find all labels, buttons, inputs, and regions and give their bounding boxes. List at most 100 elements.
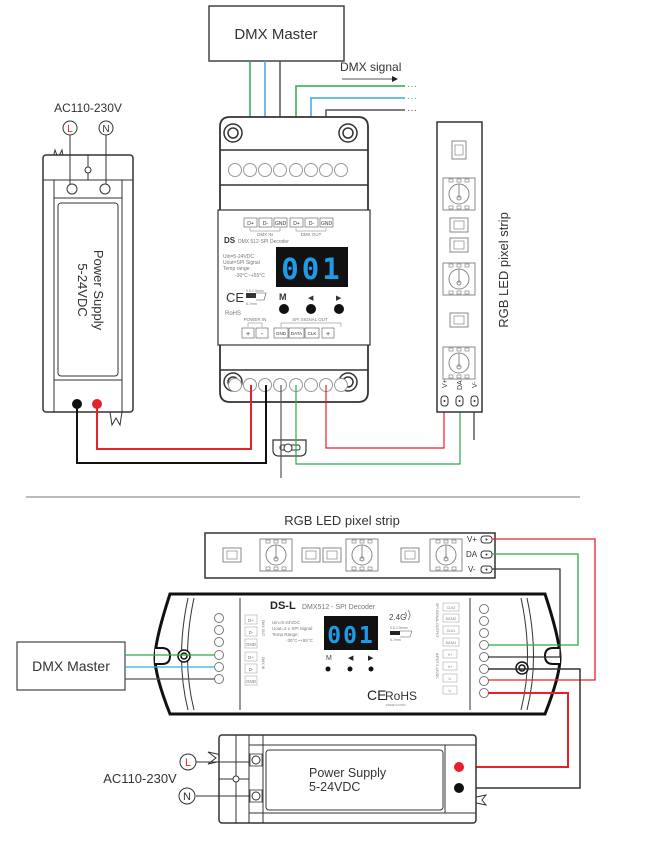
svg-text:N: N <box>102 124 109 135</box>
dmx-master-label: DMX Master <box>32 658 110 674</box>
svg-text:GND: GND <box>246 679 257 684</box>
bottom-power-supply: Power Supply 5-24VDC <box>207 734 488 824</box>
svg-text:D+: D+ <box>248 655 254 660</box>
decoder-model: DS <box>224 236 236 245</box>
svg-text:Uout=SPI Signal: Uout=SPI Signal <box>223 260 260 266</box>
svg-text:···: ··· <box>407 81 417 92</box>
bottom-dmx-wires <box>125 654 215 680</box>
power-wires <box>76 385 282 478</box>
svg-text:Power Supply: Power Supply <box>91 250 106 331</box>
svg-text:MADE IN PRC: MADE IN PRC <box>386 703 407 707</box>
svg-text:POWER IN: POWER IN <box>244 317 267 322</box>
svg-text:V-: V- <box>448 677 452 681</box>
svg-text:-30°C~+55°C: -30°C~+55°C <box>235 273 265 279</box>
bottom-strip-label: RGB LED pixel strip <box>284 513 400 528</box>
ac-voltage-label: AC110-230V <box>54 101 122 115</box>
decoder-subtitle: DMX512 - SPI Decoder <box>302 604 376 611</box>
top-display: 001 <box>276 247 348 287</box>
input-power-labels: V+ V+ V- V- <box>442 649 458 695</box>
svg-text:INPUT 5-24VDC: INPUT 5-24VDC <box>435 653 439 679</box>
svg-text:SPI SIGNAL OUT: SPI SIGNAL OUT <box>292 317 328 322</box>
svg-text:V-: V- <box>448 689 452 693</box>
svg-text:Temp range:: Temp range: <box>223 266 251 272</box>
svg-text:RoHS: RoHS <box>225 311 241 317</box>
svg-text:V+: V+ <box>442 379 449 388</box>
mode-button-label: M <box>326 655 332 662</box>
svg-text:GND: GND <box>275 221 287 227</box>
svg-text:L: L <box>67 124 73 135</box>
bottom-diagram: RGB LED pixel strip V+ DA V- DMX Master <box>16 513 596 824</box>
right-button[interactable] <box>334 304 344 314</box>
svg-text:DATA: DATA <box>291 331 302 336</box>
dmx-left-labels: D+ D- GND D+ D- GND DMX OUT DMX IN <box>244 614 265 686</box>
output-terminal-labels: + - GND DATA CLK + <box>241 327 335 339</box>
top-power-supply: Power Supply 5-24VDC <box>42 135 134 427</box>
svg-text:Uin=5-24VDC: Uin=5-24VDC <box>223 254 254 260</box>
dmx-signal-label: DMX signal <box>340 60 401 74</box>
svg-text:+: + <box>326 331 330 338</box>
top-terminal-row <box>228 163 348 177</box>
neutral-terminal-icon: N <box>98 120 114 136</box>
svg-text:+: + <box>246 331 250 338</box>
line-terminal-icon: L <box>62 120 78 136</box>
left-button[interactable] <box>306 304 316 314</box>
svg-text:5-24VDC: 5-24VDC <box>75 263 90 316</box>
mode-button[interactable] <box>279 304 289 314</box>
positive-output-icon <box>454 762 464 772</box>
svg-text:GND: GND <box>276 331 287 336</box>
svg-text:Uout=2 x SPI Signal: Uout=2 x SPI Signal <box>272 626 312 631</box>
ce-mark: CE <box>226 290 244 305</box>
svg-text:···: ··· <box>407 105 417 116</box>
dmx-terminal-labels: D+ D- GND D+ D- GND DMX IN DMX OUT <box>243 217 334 237</box>
right-button[interactable] <box>368 666 374 672</box>
svg-text:DATA1: DATA1 <box>446 641 457 645</box>
svg-text:V-: V- <box>472 381 479 388</box>
mode-button-label: M <box>279 292 287 302</box>
svg-text:DA: DA <box>466 550 478 559</box>
bottom-power-wires <box>459 668 581 789</box>
svg-text:0.5-2.5mm²: 0.5-2.5mm² <box>390 626 409 630</box>
rohs-mark: RoHS <box>385 689 417 703</box>
wireless-label: 2.4G <box>389 613 406 622</box>
svg-text:V+: V+ <box>448 653 452 657</box>
svg-text:Uin=5-24VDC: Uin=5-24VDC <box>272 620 301 625</box>
bottom-led-strip: V+ DA V- <box>204 532 496 579</box>
svg-text:V+: V+ <box>467 535 477 544</box>
svg-text:D-: D- <box>249 667 254 672</box>
top-dmx-master: DMX Master <box>208 5 345 62</box>
svg-text:DATA2: DATA2 <box>446 617 457 621</box>
left-button[interactable] <box>347 666 353 672</box>
neutral-terminal-icon: N <box>178 787 196 805</box>
svg-text:D-: D- <box>263 221 269 227</box>
svg-text:CLK1: CLK1 <box>447 629 456 633</box>
dmx-signal-arrow-icon <box>342 76 398 82</box>
bottom-display: 001 <box>324 616 378 650</box>
svg-text:D+: D+ <box>293 221 300 227</box>
left-button-label: ◀ <box>348 655 354 662</box>
svg-text:0.5-2.5mm²: 0.5-2.5mm² <box>246 289 265 293</box>
ce-mark: CE <box>367 687 386 703</box>
svg-text:SPI SIGNAL OUTPUT: SPI SIGNAL OUTPUT <box>435 603 439 639</box>
svg-text:5-24VDC: 5-24VDC <box>309 780 360 794</box>
bottom-decoder: D+ D- GND D+ D- GND DMX OUT DMX IN DS-L … <box>153 592 562 716</box>
svg-text:V-: V- <box>468 565 476 574</box>
svg-text:D+: D+ <box>248 618 254 623</box>
svg-text:CLK: CLK <box>308 331 317 336</box>
top-decoder: D+ D- GND D+ D- GND DMX IN DMX OUT DS DM… <box>217 116 371 457</box>
svg-text:N: N <box>183 791 191 803</box>
bottom-dmx-master: DMX Master <box>16 641 126 691</box>
svg-text:-30°C~+55°C: -30°C~+55°C <box>286 638 314 643</box>
right-button-label: ▶ <box>368 655 374 662</box>
line-terminal-icon: L <box>179 753 197 771</box>
ac-voltage-label: AC110-230V <box>103 771 177 786</box>
decoder-model: DS-L <box>270 600 296 612</box>
svg-text:···: ··· <box>407 93 417 104</box>
display-readout: 001 <box>281 252 342 286</box>
top-led-strip: V+ DA V- <box>436 121 483 413</box>
mode-button[interactable] <box>325 666 331 672</box>
svg-text:L: L <box>185 757 191 769</box>
svg-text:GND: GND <box>246 642 257 647</box>
svg-text:DA: DA <box>457 380 464 390</box>
right-button-label: ▶ <box>336 295 342 302</box>
